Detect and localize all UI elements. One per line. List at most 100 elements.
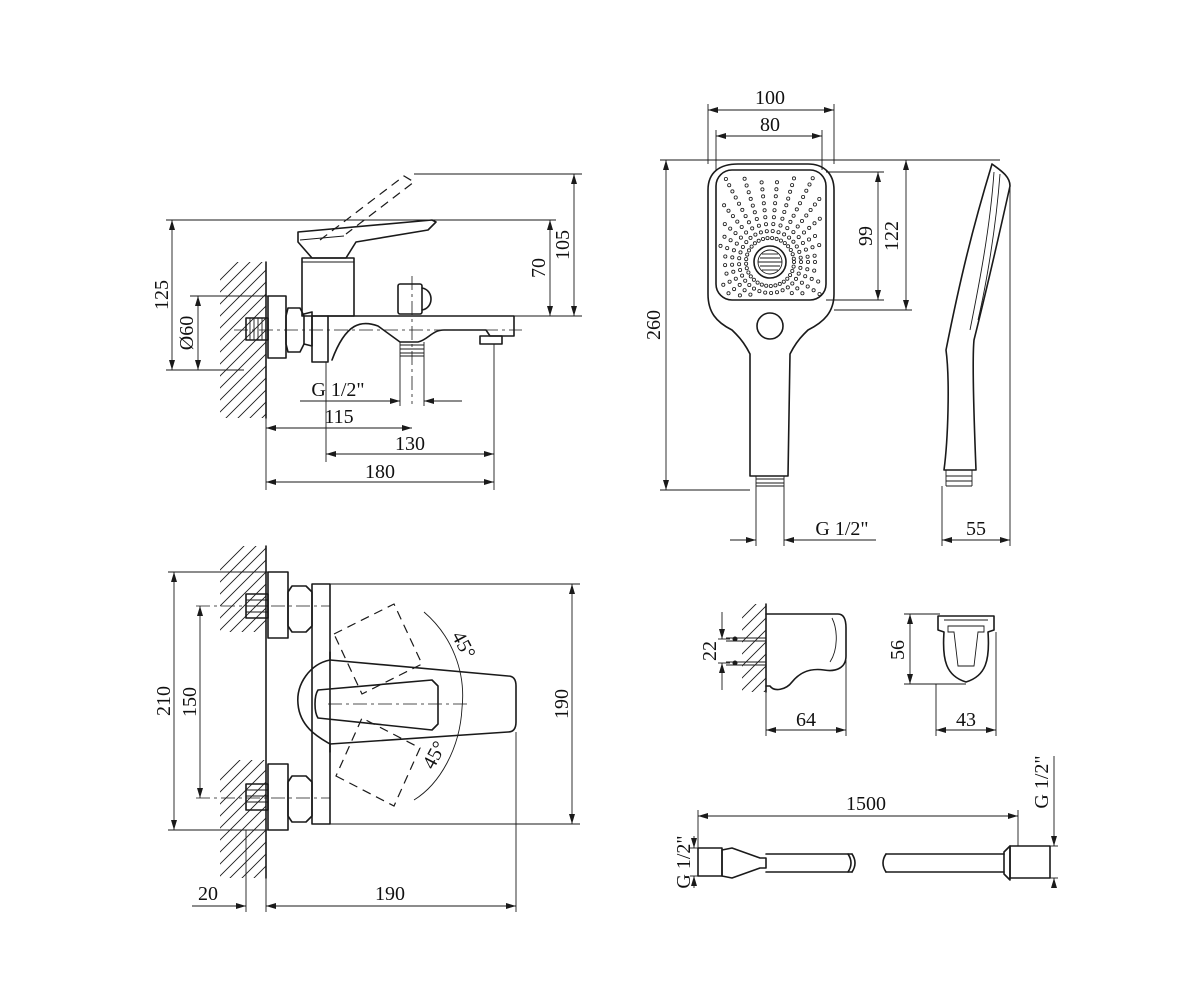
spray-nozzle bbox=[799, 280, 804, 285]
spray-nozzle bbox=[775, 180, 780, 185]
spray-nozzle bbox=[788, 189, 793, 194]
mixer-body bbox=[297, 175, 515, 363]
spray-nozzle bbox=[804, 213, 809, 218]
dim-hose-thread-right: G 1/2" bbox=[1031, 755, 1053, 808]
spray-nozzle bbox=[817, 292, 822, 297]
spray-nozzle bbox=[730, 255, 735, 260]
spray-nozzle bbox=[786, 244, 791, 249]
spray-nozzle bbox=[817, 216, 822, 221]
dim-thread: G 1/2" bbox=[311, 379, 364, 401]
spray-nozzle bbox=[740, 207, 745, 212]
spray-nozzle bbox=[786, 196, 791, 201]
spray-nozzle bbox=[781, 279, 786, 284]
spray-nozzle bbox=[761, 201, 766, 206]
extension-lines bbox=[168, 571, 580, 912]
spray-nozzle bbox=[800, 291, 805, 296]
spray-nozzle bbox=[796, 271, 801, 276]
spray-nozzle bbox=[764, 229, 769, 234]
spray-nozzle bbox=[807, 182, 812, 187]
dim-shower-width: 100 bbox=[755, 87, 785, 109]
spray-nozzle bbox=[740, 244, 745, 249]
spray-nozzle bbox=[794, 207, 799, 212]
spray-nozzle bbox=[765, 236, 770, 241]
wall-hatch bbox=[220, 262, 266, 418]
spray-nozzle bbox=[727, 183, 732, 188]
spray-nozzle bbox=[806, 259, 811, 264]
spray-nozzle bbox=[744, 257, 749, 262]
dim-shower-thread: G 1/2" bbox=[815, 518, 868, 540]
spray-nozzle bbox=[757, 289, 762, 294]
spray-nozzle bbox=[752, 210, 757, 215]
spray-nozzle bbox=[724, 271, 729, 276]
spray-nozzle bbox=[752, 241, 757, 246]
spray-nozzle bbox=[737, 293, 742, 298]
spray-nozzle bbox=[788, 247, 793, 252]
spray-nozzle bbox=[763, 290, 768, 295]
spray-nozzle bbox=[780, 216, 785, 221]
spray-nozzle bbox=[813, 259, 818, 264]
spray-nozzle bbox=[743, 214, 748, 219]
spray-nozzle bbox=[782, 232, 787, 237]
spray-nozzle bbox=[791, 230, 796, 235]
spray-nozzle bbox=[771, 222, 776, 227]
spray-nozzle bbox=[817, 196, 822, 201]
spray-nozzle bbox=[728, 226, 733, 231]
angle-lower: 45° bbox=[418, 738, 451, 773]
spray-nozzle bbox=[794, 244, 799, 249]
spray-nozzle bbox=[799, 259, 804, 264]
shower-hose: 1500 G 1/2" G 1/2" bbox=[673, 755, 1058, 889]
spray-nozzle bbox=[751, 277, 756, 282]
spray-nozzle bbox=[723, 176, 728, 181]
spray-nozzle bbox=[811, 288, 816, 293]
spray-nozzle bbox=[748, 292, 753, 297]
spray-nozzle bbox=[800, 218, 805, 223]
spray-nozzle bbox=[787, 235, 792, 240]
spray-nozzle bbox=[745, 252, 750, 257]
dim-holder-depth: 64 bbox=[796, 709, 816, 731]
spray-nozzle bbox=[795, 286, 800, 291]
extension-lines bbox=[166, 173, 582, 490]
spray-nozzle bbox=[807, 225, 812, 230]
eccentric-lower bbox=[245, 763, 313, 831]
spray-nozzle bbox=[812, 268, 817, 273]
spray-nozzle bbox=[813, 233, 818, 238]
dimension-lines bbox=[171, 572, 575, 909]
spray-nozzle bbox=[756, 238, 761, 243]
spray-nozzle bbox=[734, 241, 739, 246]
spray-nozzle bbox=[748, 196, 753, 201]
spray-nozzle bbox=[731, 248, 736, 253]
spray-nozzles bbox=[718, 176, 822, 298]
spray-nozzle bbox=[772, 208, 777, 213]
spray-nozzle bbox=[742, 288, 747, 293]
dim-lever-height: 105 bbox=[552, 230, 574, 260]
spray-nozzle bbox=[778, 238, 783, 243]
spray-nozzle bbox=[753, 232, 758, 237]
dim-hose-thread-left: G 1/2" bbox=[673, 835, 695, 888]
spray-nozzle bbox=[722, 234, 727, 239]
spray-nozzle bbox=[718, 243, 723, 248]
spray-nozzle bbox=[737, 201, 742, 206]
dim-projection: 190 bbox=[375, 883, 405, 905]
spray-nozzle bbox=[773, 201, 778, 206]
spray-nozzle bbox=[788, 219, 793, 224]
spray-nozzle bbox=[730, 262, 735, 267]
spray-nozzle bbox=[744, 183, 749, 188]
spray-nozzle bbox=[803, 274, 808, 279]
spray-nozzle bbox=[746, 190, 751, 195]
spray-nozzle bbox=[773, 283, 778, 288]
spray-nozzle bbox=[764, 222, 769, 227]
hand-shower-dims: 100 80 99 122 260 G 1/2" 55 bbox=[643, 87, 1011, 546]
spray-nozzle bbox=[780, 288, 785, 293]
spray-nozzle bbox=[797, 249, 802, 254]
spray-nozzle bbox=[805, 284, 810, 289]
dim-holder-screws: 22 bbox=[699, 641, 721, 661]
dim-spout: 130 bbox=[395, 433, 425, 455]
spray-nozzle bbox=[784, 203, 789, 208]
spray-nozzle bbox=[750, 226, 755, 231]
spray-nozzle bbox=[726, 291, 731, 296]
spray-nozzle bbox=[721, 282, 726, 287]
spray-nozzle bbox=[770, 229, 775, 234]
spray-nozzle bbox=[761, 236, 766, 241]
spray-nozzle bbox=[761, 194, 766, 199]
